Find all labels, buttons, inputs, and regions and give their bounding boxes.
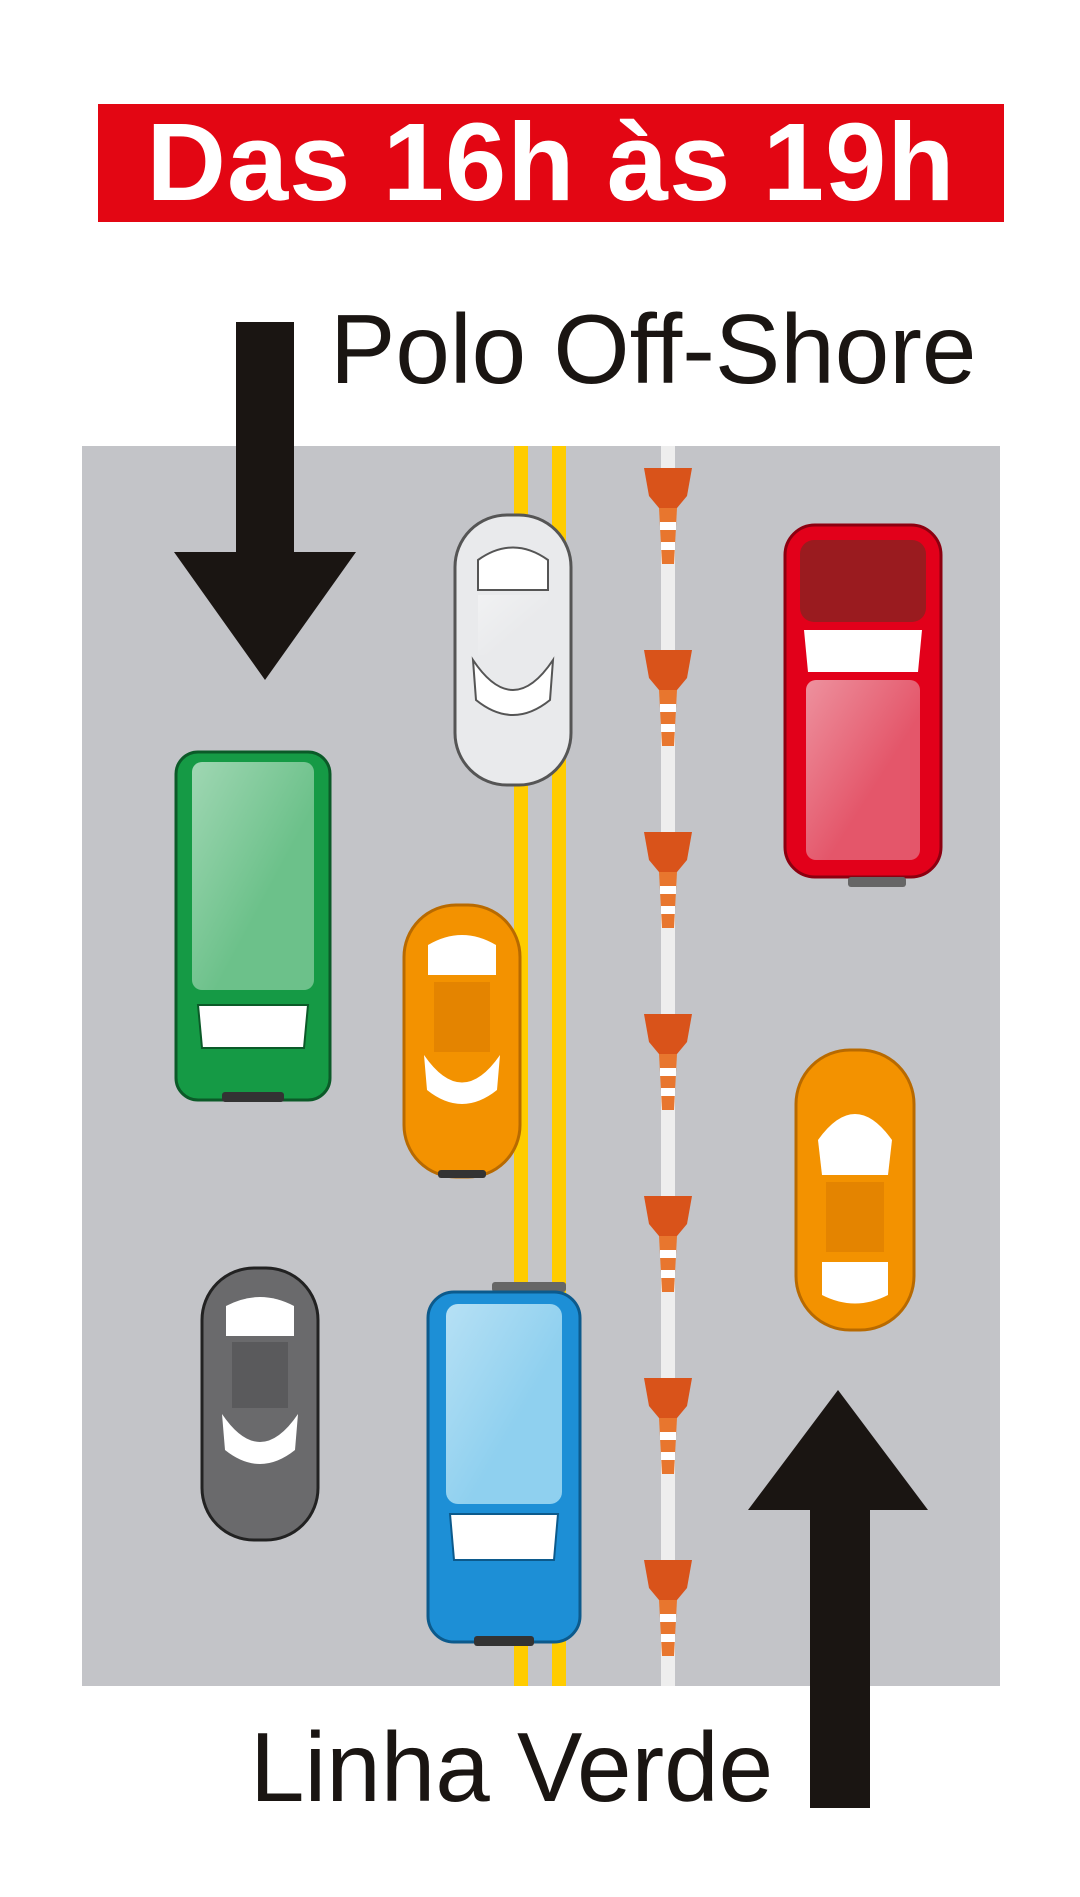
arrow-up-icon <box>748 1390 928 1808</box>
time-banner-text: Das 16h às 19h <box>146 101 956 224</box>
vehicle-green-van <box>174 750 332 1102</box>
traffic-cone-icon <box>644 1014 692 1110</box>
arrow-down-icon <box>174 322 356 680</box>
direction-label-bottom: Linha Verde <box>250 1712 774 1822</box>
vehicle-orange-car-left <box>402 903 522 1179</box>
traffic-cone-icon <box>644 1560 692 1656</box>
vehicle-orange-car-right <box>794 1048 916 1332</box>
vehicle-white-car <box>453 513 573 787</box>
traffic-cone-icon <box>644 832 692 928</box>
traffic-cone-icon <box>644 1196 692 1292</box>
time-banner: Das 16h às 19h <box>98 104 1004 222</box>
traffic-cone-icon <box>644 1378 692 1474</box>
direction-label-top: Polo Off-Shore <box>330 294 977 404</box>
traffic-cone-icon <box>644 468 692 564</box>
vehicle-gray-car <box>200 1266 320 1542</box>
vehicle-red-suv <box>783 523 943 887</box>
vehicle-blue-van <box>426 1282 582 1646</box>
traffic-cones <box>644 468 692 1656</box>
traffic-cone-icon <box>644 650 692 746</box>
